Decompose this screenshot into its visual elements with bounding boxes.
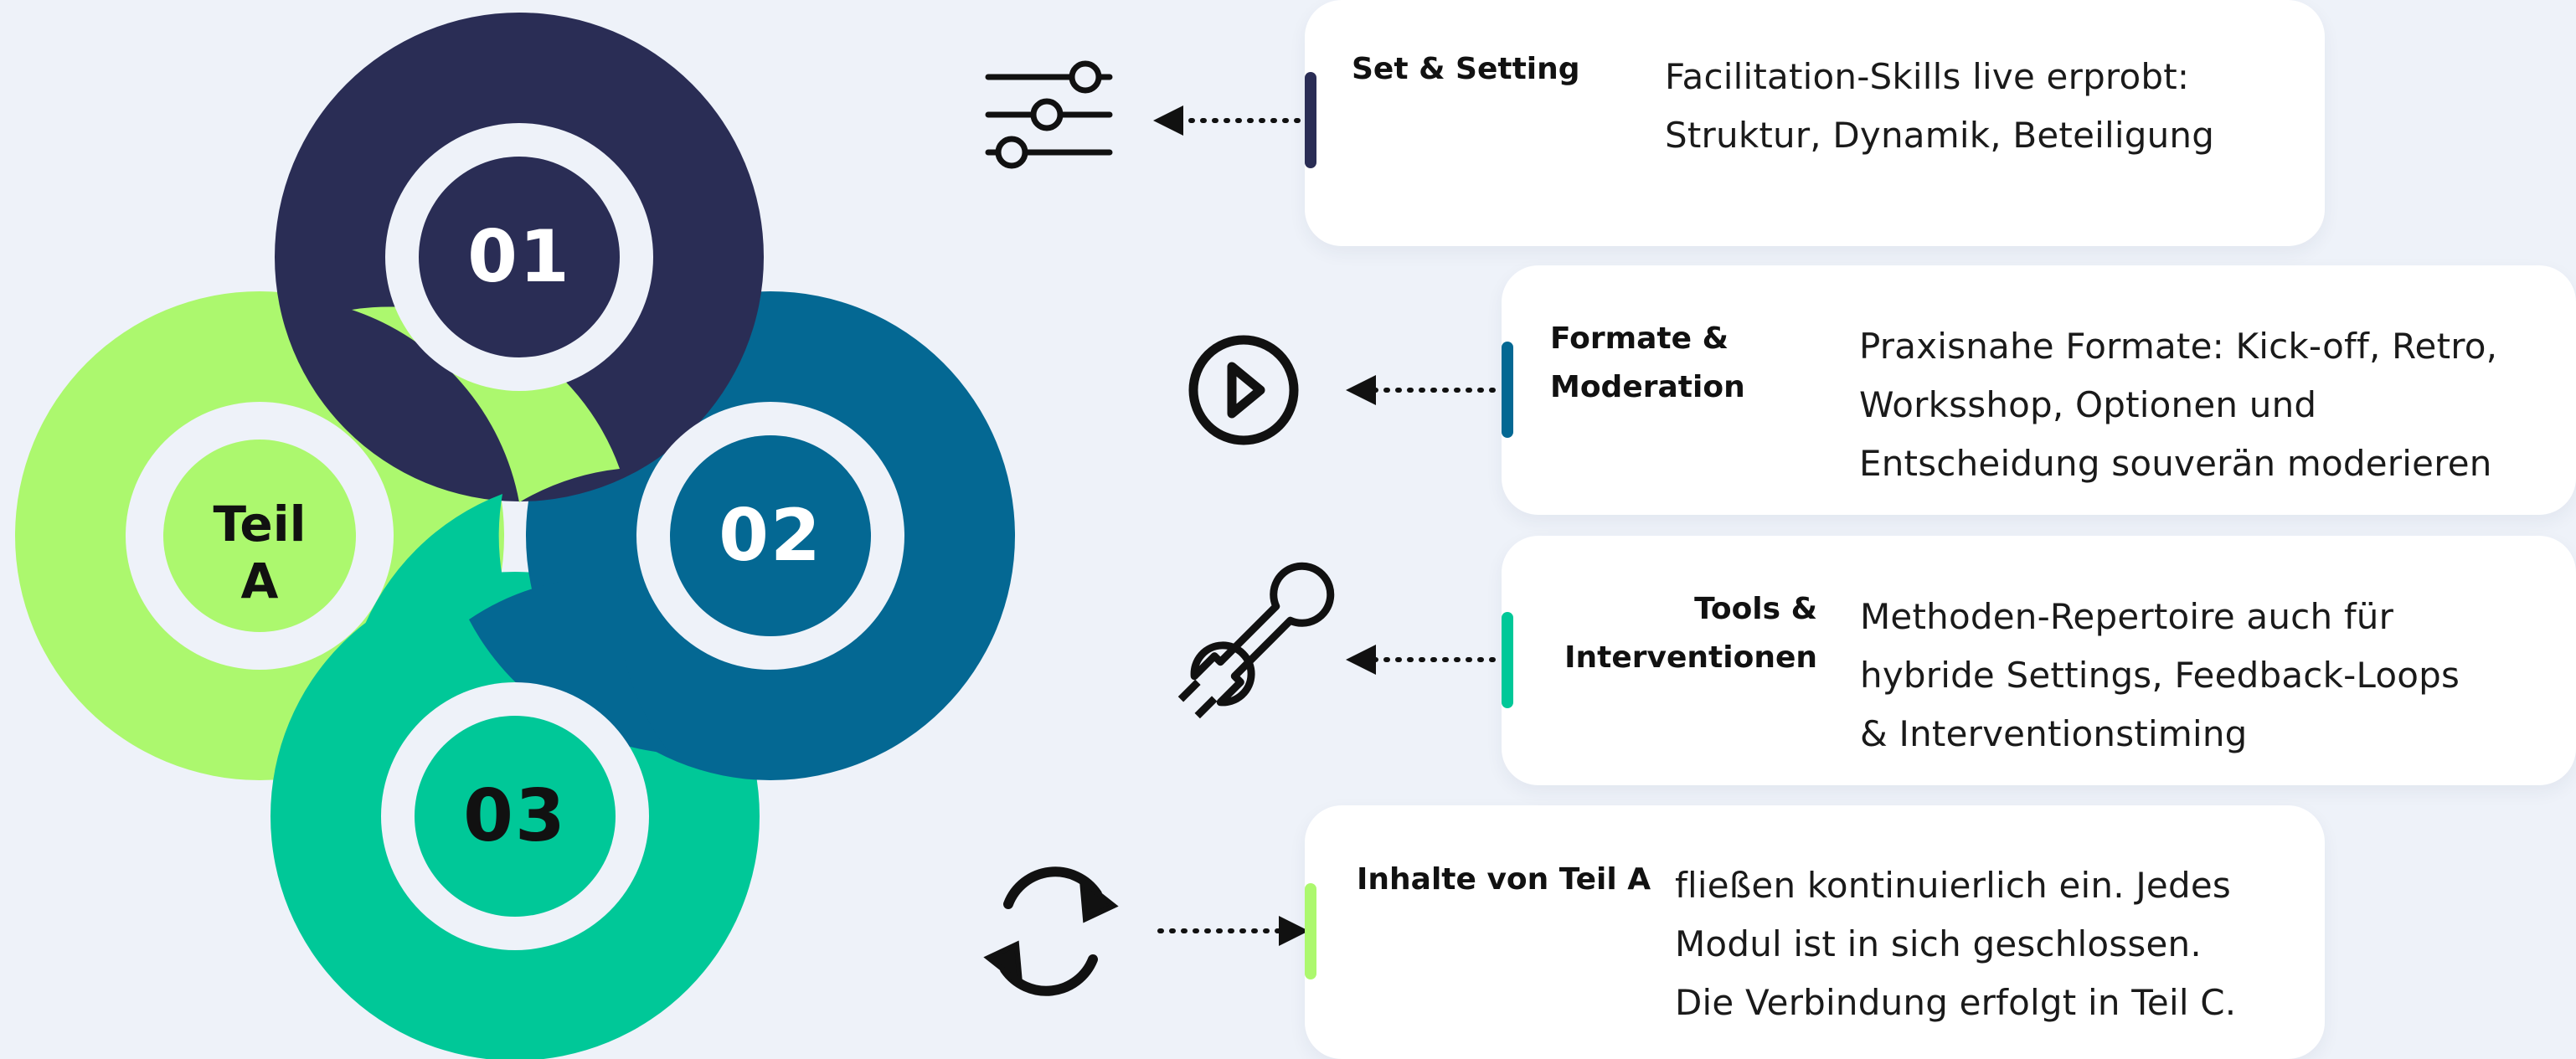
- center-label: Teil A: [159, 496, 360, 609]
- card-accent-bar: [1305, 883, 1316, 979]
- card-text-line: & Interventionstiming: [1860, 713, 2248, 754]
- card-label-line: Inhalte von Teil A: [1357, 862, 1651, 897]
- play-circle-icon: [1188, 335, 1299, 445]
- overlap-light-green-lobe: [352, 306, 620, 502]
- card-label: Inhalte von Teil A: [1357, 856, 1651, 904]
- card-set-setting: Set & Setting Facilitation-Skills live e…: [1305, 0, 2325, 246]
- sliders-icon: [985, 60, 1113, 169]
- disc-center: [163, 440, 356, 632]
- refresh-icon: [983, 866, 1119, 996]
- card-tools-interventionen: Tools & Interventionen Methoden-Repertoi…: [1502, 536, 2576, 785]
- wrench-icon: [1177, 562, 1335, 719]
- overlap-teal-lobe: [360, 494, 502, 636]
- card-label-line: Set & Setting: [1352, 52, 1580, 86]
- card-text: Praxisnahe Formate: Kick-off, Retro, Wor…: [1859, 317, 2497, 493]
- card-text-line: hybride Settings, Feedback-Loops: [1860, 655, 2460, 696]
- disc-01: [419, 157, 620, 357]
- card-text-line: Struktur, Dynamik, Beteiligung: [1665, 115, 2215, 156]
- card-inhalte-teil-a: Inhalte von Teil A fließen kontinuierlic…: [1305, 805, 2325, 1059]
- center-label-line1: Teil: [213, 496, 307, 553]
- disc-03: [415, 716, 616, 917]
- card-text: Methoden-Repertoire auch für hybride Set…: [1860, 588, 2460, 763]
- card-label-line: Interventionen: [1564, 640, 1817, 675]
- circle-01-number: 01: [467, 215, 571, 299]
- card-text-line: fließen kontinuierlich ein. Jedes: [1675, 865, 2231, 906]
- card-label-line: Moderation: [1550, 370, 1745, 404]
- card-accent-bar: [1305, 72, 1316, 168]
- card-text-line: Facilitation-Skills live erprobt:: [1665, 56, 2190, 97]
- card-label: Formate & Moderation: [1550, 315, 1745, 412]
- card-label-line: Formate &: [1550, 321, 1728, 356]
- card-text-line: Die Verbindung erfolgt in Teil C.: [1675, 982, 2237, 1023]
- card-label: Set & Setting: [1352, 45, 1580, 94]
- card-text-line: Modul ist in sich geschlossen.: [1675, 923, 2202, 964]
- disc-02: [670, 435, 871, 636]
- circle-03-number: 03: [463, 774, 567, 858]
- circle-02-number: 02: [719, 494, 822, 578]
- card-label-line: Tools &: [1694, 592, 1817, 626]
- card-accent-bar: [1502, 612, 1513, 708]
- card-accent-bar: [1502, 342, 1513, 438]
- card-label: Tools & Interventionen: [1552, 585, 1817, 682]
- card-formate-moderation: Formate & Moderation Praxisnahe Formate:…: [1502, 265, 2576, 515]
- card-text-line: Entscheidung souverän moderieren: [1859, 443, 2492, 484]
- connector-arrows: [1153, 105, 1496, 946]
- card-text-line: Worksshop, Optionen und: [1859, 384, 2317, 425]
- center-label-line2: A: [240, 553, 279, 609]
- card-text: Facilitation-Skills live erprobt: Strukt…: [1665, 48, 2214, 165]
- card-text-line: Praxisnahe Formate: Kick-off, Retro,: [1859, 326, 2498, 367]
- card-text-line: Methoden-Repertoire auch für: [1860, 596, 2394, 637]
- overlap-blue-lobe: [469, 577, 670, 753]
- card-text: fließen kontinuierlich ein. Jedes Modul …: [1675, 856, 2236, 1032]
- circle-cluster: [15, 13, 1015, 1059]
